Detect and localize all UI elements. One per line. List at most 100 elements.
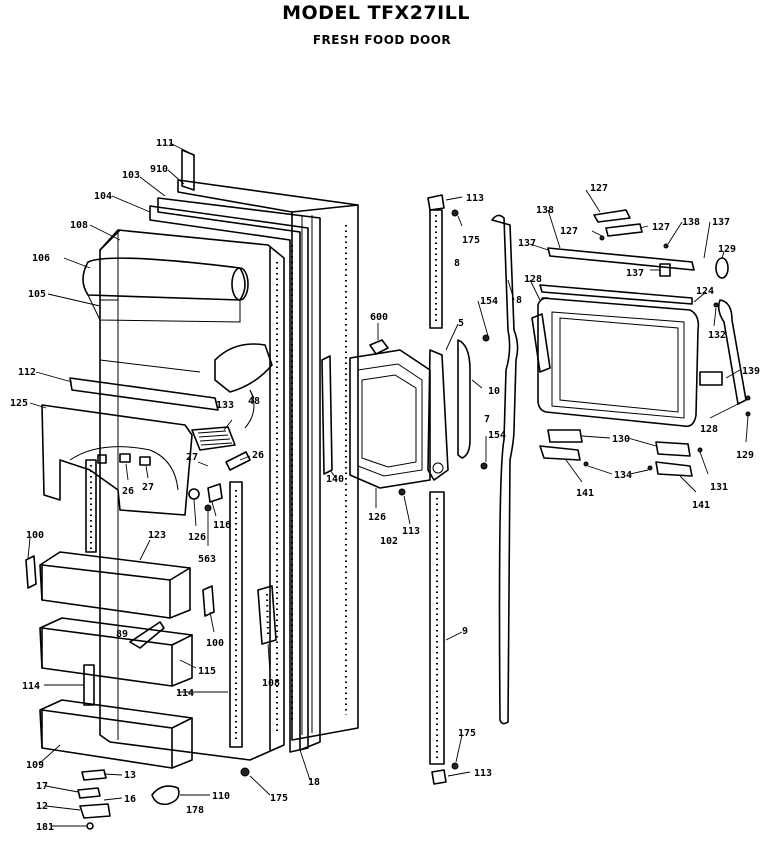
upper-rail xyxy=(427,194,445,329)
dispenser-door-126 xyxy=(349,339,431,489)
screws-center xyxy=(398,209,490,770)
callout-600: 600 xyxy=(370,312,388,323)
callout-100-b: 100 xyxy=(206,638,224,649)
callout-175-b: 175 xyxy=(462,235,480,246)
callout-26-b: 26 xyxy=(122,486,134,497)
callout-labels: 111 910 103 104 108 106 105 112 125 133 … xyxy=(10,138,760,833)
callout-175-c: 175 xyxy=(458,728,476,739)
callout-8-a: 8 xyxy=(454,258,460,269)
callout-127-b: 127 xyxy=(560,226,578,237)
door-gasket xyxy=(149,197,321,753)
trim-strip-7 xyxy=(457,339,471,459)
callout-123: 123 xyxy=(148,530,166,541)
callout-129-b: 129 xyxy=(736,450,754,461)
callout-9: 9 xyxy=(462,626,468,637)
handle-8 xyxy=(491,214,519,725)
callout-175-a: 175 xyxy=(270,793,288,804)
dispenser-cover-106 xyxy=(82,257,249,323)
callout-108: 108 xyxy=(70,220,88,231)
section-title: FRESH FOOD DOOR xyxy=(312,33,452,47)
callout-126-a: 126 xyxy=(188,532,206,543)
callout-137-b: 137 xyxy=(518,238,536,249)
callout-141-a: 141 xyxy=(576,488,594,499)
callout-115: 115 xyxy=(198,666,216,677)
callout-130: 130 xyxy=(612,434,630,445)
callout-126-b: 126 xyxy=(368,512,386,523)
callout-12: 12 xyxy=(36,801,48,812)
callout-113-a: 113 xyxy=(402,526,420,537)
callout-131: 131 xyxy=(710,482,728,493)
callout-102: 102 xyxy=(380,536,398,547)
callout-137-c: 137 xyxy=(626,268,644,279)
callout-113-c: 113 xyxy=(474,768,492,779)
hinge-parts-bottom xyxy=(77,149,250,830)
callout-114-b: 114 xyxy=(176,688,194,699)
callout-105: 105 xyxy=(28,289,46,300)
callout-5: 5 xyxy=(458,318,464,329)
callout-138-b: 138 xyxy=(682,217,700,228)
model-title: MODEL TFX27ILL xyxy=(282,2,470,24)
mounting-bracket-5 xyxy=(427,349,449,481)
callout-128-b: 128 xyxy=(700,424,718,435)
shelf-clip-100-left xyxy=(25,555,37,589)
callout-113-b: 113 xyxy=(466,193,484,204)
callout-138-a: 138 xyxy=(536,205,554,216)
callout-910: 910 xyxy=(150,164,168,175)
shelf-bracket-108 xyxy=(257,585,277,645)
door-outer-panel xyxy=(177,179,359,741)
callout-17: 17 xyxy=(36,781,48,792)
callout-106: 106 xyxy=(32,253,50,264)
callout-104: 104 xyxy=(94,191,112,202)
callout-27-a: 27 xyxy=(186,452,198,463)
callout-108-b: 108 xyxy=(262,678,280,689)
callout-114-a: 114 xyxy=(22,681,40,692)
top-bar-138 xyxy=(539,209,695,305)
door-handle-140 xyxy=(321,355,333,475)
callout-89: 89 xyxy=(116,629,128,640)
callout-140: 140 xyxy=(326,474,344,485)
callout-181: 181 xyxy=(36,822,54,833)
callout-178: 178 xyxy=(186,805,204,816)
door-shelf-123 xyxy=(39,551,191,619)
callout-125: 125 xyxy=(10,398,28,409)
lower-rail-9 xyxy=(429,491,447,785)
shelf-rails xyxy=(83,459,243,748)
callout-13: 13 xyxy=(124,770,136,781)
callout-110: 110 xyxy=(212,791,230,802)
callout-111: 111 xyxy=(156,138,174,149)
callout-100-a: 100 xyxy=(26,530,44,541)
dispenser-frame-125 xyxy=(41,404,193,516)
callout-128-a: 128 xyxy=(524,274,542,285)
callout-16: 16 xyxy=(124,794,136,805)
callout-563: 563 xyxy=(198,554,216,565)
leader-lines xyxy=(27,142,749,827)
callout-132: 132 xyxy=(708,330,726,341)
callout-154-b: 154 xyxy=(488,430,506,441)
callout-139: 139 xyxy=(742,366,760,377)
callout-141-b: 141 xyxy=(692,500,710,511)
callout-10: 10 xyxy=(488,386,500,397)
callout-112: 112 xyxy=(18,367,36,378)
door-liner xyxy=(99,229,293,761)
callout-48: 48 xyxy=(248,396,260,407)
callout-134: 134 xyxy=(614,470,632,481)
dispenser-grille-133 xyxy=(191,426,236,451)
callout-133: 133 xyxy=(216,400,234,411)
callout-154-a: 154 xyxy=(480,296,498,307)
door-shelf-115 xyxy=(39,617,193,687)
callout-103: 103 xyxy=(122,170,140,181)
callout-124: 124 xyxy=(696,286,714,297)
callout-26-a: 26 xyxy=(252,450,264,461)
callout-8-b: 8 xyxy=(516,295,522,306)
trim-strip-112 xyxy=(69,377,219,411)
dispenser-arm-48 xyxy=(214,343,273,429)
hinge-brackets-130-141 xyxy=(539,429,703,477)
callout-127-c: 127 xyxy=(652,222,670,233)
callout-109: 109 xyxy=(26,760,44,771)
callout-18: 18 xyxy=(308,777,320,788)
callout-127-a: 127 xyxy=(590,183,608,194)
door-shelf-109 xyxy=(39,699,193,769)
callout-7: 7 xyxy=(484,414,490,425)
